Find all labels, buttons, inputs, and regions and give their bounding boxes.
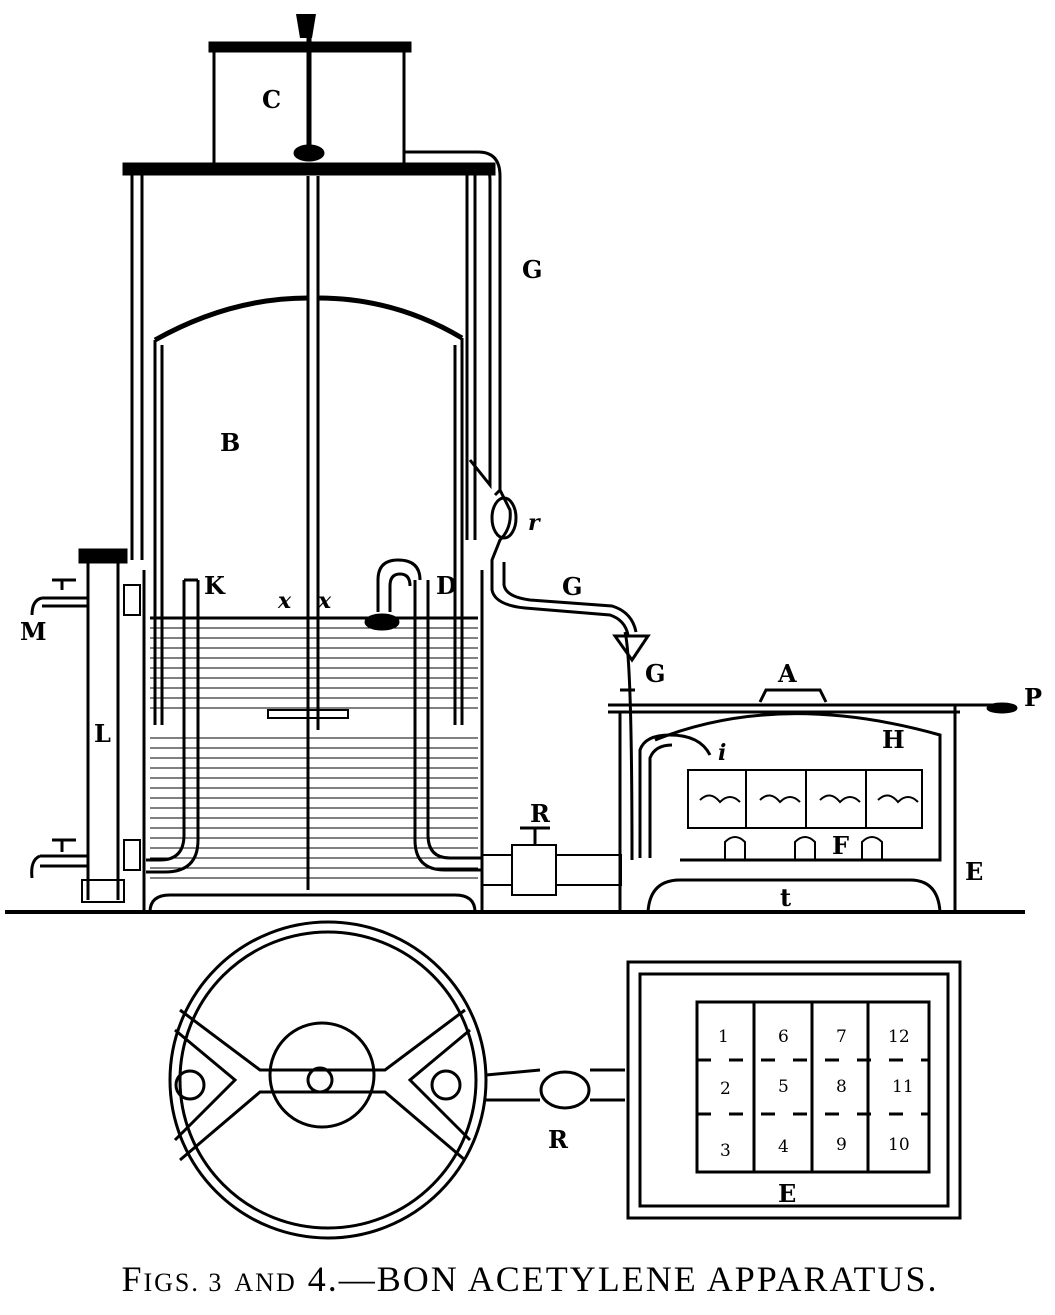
label-g-funnel: G: [645, 659, 666, 688]
cock-r-side: [481, 826, 622, 896]
label-k: K: [204, 571, 226, 600]
caption-title: 4.—BON ACETYLENE APPARATUS.: [307, 1259, 939, 1299]
label-i: i: [718, 740, 726, 766]
pipe-g: [404, 150, 638, 636]
label-a: A: [777, 659, 797, 688]
compartment-6: 6: [778, 1027, 789, 1047]
compartment-10: 10: [888, 1135, 910, 1155]
gasholder-plan: [168, 920, 625, 1240]
compartment-7: 7: [836, 1027, 847, 1047]
label-l: L: [94, 719, 111, 748]
compartment-9: 9: [836, 1135, 847, 1155]
compartment-5: 5: [778, 1077, 789, 1097]
label-t: t: [780, 883, 791, 912]
label-e-plan: E: [778, 1179, 796, 1208]
compartment-8: 8: [836, 1077, 847, 1097]
label-c: C: [262, 85, 281, 114]
label-e-side: E: [965, 857, 983, 886]
compartment-3: 3: [720, 1141, 731, 1161]
generator-plan: [626, 960, 962, 1220]
label-r-plan: R: [548, 1125, 569, 1154]
caption-figs: IGS. 3: [143, 1268, 224, 1297]
label-d: D: [436, 571, 457, 600]
cock-m: [30, 578, 88, 879]
generator-e: [608, 631, 1018, 913]
top-bell-c: [208, 14, 412, 166]
water: [150, 616, 478, 879]
compartment-12: 12: [888, 1027, 910, 1047]
pipe-k: [146, 580, 200, 874]
compartment-1: 1: [718, 1027, 729, 1047]
compartment-11: 11: [892, 1077, 914, 1097]
label-x2: x: [317, 588, 332, 614]
pipe-d: [413, 580, 482, 872]
label-b: B: [220, 428, 240, 457]
caption-initial: F: [121, 1259, 144, 1299]
label-f: F: [832, 831, 849, 860]
compartment-4: 4: [778, 1137, 789, 1157]
caption-and: AND: [234, 1268, 297, 1297]
label-r-side: R: [530, 799, 551, 828]
label-g-mid: G: [562, 572, 583, 601]
label-x1: x: [277, 588, 292, 614]
label-m: M: [20, 617, 47, 646]
label-g-top: G: [522, 255, 543, 284]
gasholder-tank: [122, 162, 496, 913]
label-r-small: r: [528, 510, 541, 536]
compartment-2: 2: [720, 1079, 731, 1099]
label-h: H: [882, 725, 905, 754]
label-p: P: [1024, 683, 1042, 712]
floating-bell-b: [153, 176, 464, 890]
figure-caption: FIGS. 3 AND 4.—BON ACETYLENE APPARATUS.: [60, 1258, 1000, 1300]
purifier-l: [78, 548, 141, 903]
